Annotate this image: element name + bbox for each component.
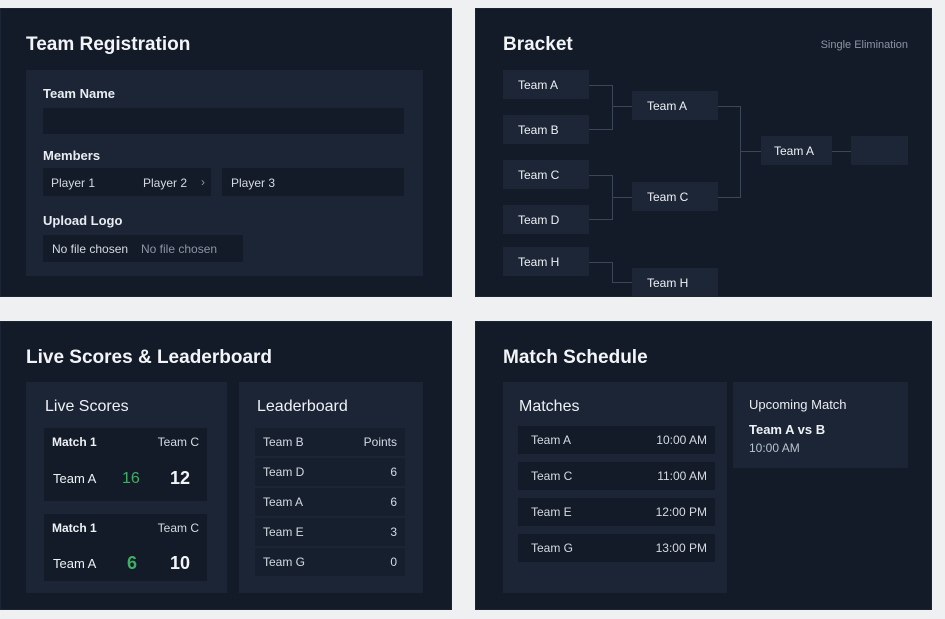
match-score-box[interactable]: Match 1 Team C Team A 6 10 (44, 514, 207, 581)
bracket-team-node[interactable]: Team A (503, 70, 589, 99)
team-label: Team A (53, 556, 97, 571)
bracket-card: Bracket Single Elimination Team A Team B… (475, 8, 932, 297)
match-label: Match 1 (52, 435, 97, 449)
matches-panel: Matches Team A 10:00 AM Team C 11:00 AM … (503, 382, 727, 593)
team-registration-title: Team Registration (26, 34, 191, 55)
opponent-label: Team C (157, 435, 199, 449)
match-schedule-title: Match Schedule (503, 347, 648, 368)
bracket-format-label: Single Elimination (820, 39, 908, 51)
upcoming-match-panel[interactable]: Upcoming Match Team A vs B 10:00 AM (733, 382, 908, 468)
bracket-final-node[interactable]: Team A (761, 136, 832, 165)
schedule-time: 13:00 PM (655, 541, 707, 555)
bracket-connector (589, 175, 613, 176)
score-away: 10 (170, 553, 191, 573)
leaderboard-team: Team A (263, 495, 304, 509)
score-home: 16 (122, 470, 140, 487)
registration-form: Team Name Members Player 1 Player 2 › Pl… (26, 70, 423, 276)
bracket-connector (612, 262, 613, 282)
leaderboard-panel: Leaderboard Team B Points Team D 6 Team … (239, 382, 423, 593)
bracket-connector (589, 262, 613, 263)
bracket-team-node[interactable]: Team D (503, 205, 589, 234)
leaderboard-heading: Leaderboard (257, 398, 348, 415)
player-1-field[interactable]: Player 1 Player 2 › (43, 168, 211, 196)
upload-logo-label: Upload Logo (43, 213, 123, 228)
leaderboard-team: Team E (263, 525, 304, 539)
bracket-team-node[interactable]: Team A (632, 91, 718, 120)
bracket-connector (740, 106, 741, 198)
schedule-team: Team C (531, 469, 573, 483)
team-registration-card: Team Registration Team Name Members Play… (0, 8, 452, 297)
team-name-label: Team Name (43, 86, 116, 101)
bracket-connector (832, 151, 851, 152)
leaderboard-team: Team G (263, 555, 306, 569)
live-scores-card: Live Scores & Leaderboard Live Scores Ma… (0, 321, 452, 610)
schedule-row[interactable]: Team C 11:00 AM (518, 462, 715, 490)
team-label: Team A (53, 471, 97, 486)
bracket-connector (589, 85, 613, 86)
player-1-value: Player 1 (51, 176, 96, 190)
team-name-input[interactable] (43, 108, 404, 134)
bracket-connector (612, 85, 613, 130)
upcoming-match-teams: Team A vs B (749, 422, 826, 437)
bracket-team-node[interactable]: Team H (632, 268, 718, 297)
leaderboard-row[interactable]: Team E 3 (255, 518, 405, 546)
opponent-label: Team C (157, 521, 199, 535)
bracket-connector (740, 151, 761, 152)
schedule-time: 12:00 PM (655, 505, 707, 519)
leaderboard-row[interactable]: Team G 0 (255, 548, 405, 576)
matches-heading: Matches (519, 398, 580, 415)
leaderboard-points: 0 (390, 555, 397, 569)
live-scores-heading: Live Scores (45, 398, 129, 415)
leaderboard-points: 3 (390, 525, 397, 539)
bracket-champion-node[interactable] (851, 136, 908, 165)
bracket-connector (718, 106, 741, 107)
bracket-title: Bracket (503, 34, 573, 55)
bracket-team-node[interactable]: Team C (503, 160, 589, 189)
leaderboard-row[interactable]: Team D 6 (255, 458, 405, 486)
score-away: 12 (170, 468, 191, 488)
schedule-row[interactable]: Team E 12:00 PM (518, 498, 715, 526)
schedule-time: 11:00 AM (657, 469, 707, 483)
bracket-connector (589, 219, 613, 220)
bracket-connector (612, 282, 632, 283)
bracket-connector (589, 129, 613, 130)
schedule-team: Team A (531, 433, 572, 447)
upcoming-match-time: 10:00 AM (749, 441, 800, 455)
schedule-time: 10:00 AM (656, 433, 707, 447)
bracket-connector (612, 106, 632, 107)
bracket-team-node[interactable]: Team B (503, 115, 589, 144)
file-status-text: No file chosen (141, 242, 218, 256)
bracket-team-node[interactable]: Team H (503, 247, 589, 276)
schedule-row[interactable]: Team G 13:00 PM (518, 534, 715, 562)
choose-file-button[interactable]: No file chosen (52, 242, 129, 256)
file-input[interactable]: No file chosen No file chosen (43, 235, 243, 262)
schedule-row[interactable]: Team A 10:00 AM (518, 426, 715, 454)
leaderboard-header-row: Team B Points (255, 428, 405, 456)
leaderboard-row[interactable]: Team A 6 (255, 488, 405, 516)
match-score-box[interactable]: Match 1 Team C Team A 16 12 (44, 428, 207, 501)
bracket-connector (718, 197, 741, 198)
player-2-value: Player 2 (143, 176, 188, 190)
schedule-team: Team E (531, 505, 572, 519)
leaderboard-header-points: Points (363, 435, 397, 449)
score-home: 6 (127, 553, 138, 573)
leaderboard-points: 6 (390, 495, 397, 509)
live-scores-panel: Live Scores Match 1 Team C Team A 16 12 … (26, 382, 227, 593)
leaderboard-points: 6 (390, 465, 397, 479)
player-3-value: Player 3 (231, 176, 276, 190)
members-label: Members (43, 148, 101, 163)
upcoming-match-label: Upcoming Match (749, 397, 847, 412)
schedule-team: Team G (531, 541, 574, 555)
live-scores-title: Live Scores & Leaderboard (26, 347, 273, 368)
player-3-field[interactable]: Player 3 (222, 168, 404, 196)
match-schedule-card: Match Schedule Matches Team A 10:00 AM T… (475, 321, 932, 610)
leaderboard-team: Team D (263, 465, 305, 479)
chevron-right-icon: › (201, 175, 205, 189)
leaderboard-header-team: Team B (263, 435, 304, 449)
match-label: Match 1 (52, 521, 97, 535)
bracket-team-node[interactable]: Team C (632, 182, 718, 211)
bracket-connector (612, 197, 632, 198)
